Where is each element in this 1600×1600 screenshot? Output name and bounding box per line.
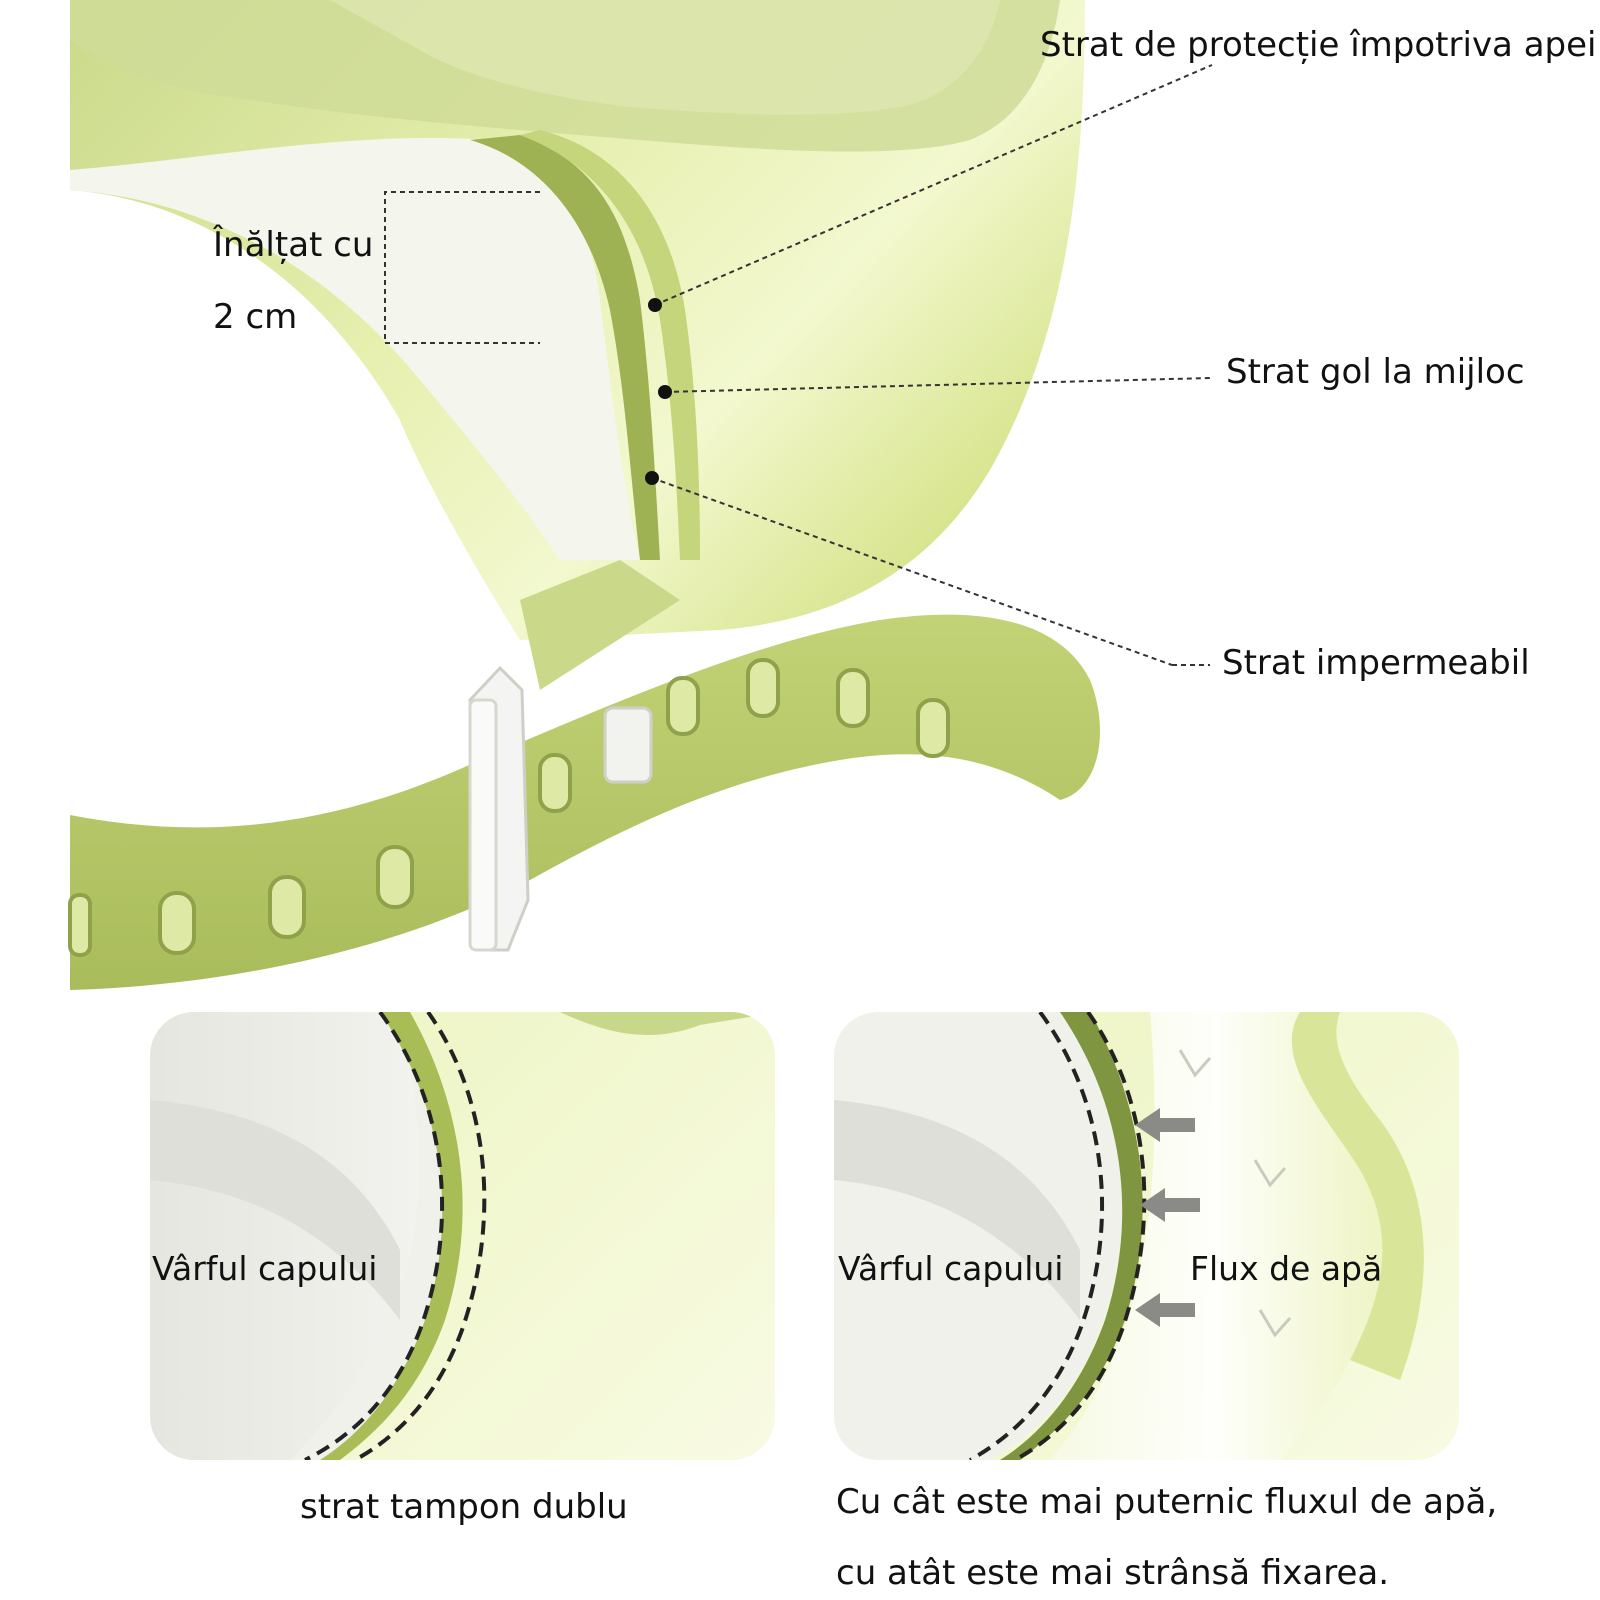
callout-lines <box>384 64 1213 666</box>
callout-dots <box>645 298 672 485</box>
callout-hollow-middle: Strat gol la mijloc <box>1226 352 1525 392</box>
panel-right-flow-label: Flux de apă <box>1190 1249 1383 1288</box>
pressure-arrows <box>1135 1108 1200 1327</box>
callout-waterproof: Strat impermeabil <box>1222 643 1530 683</box>
callout-raised-line1: Înălțat cu <box>213 225 374 265</box>
callout-raised-line2: 2 cm <box>213 297 298 337</box>
caption-water-flow-line2: cu atât este mai strânsă fixarea. <box>836 1553 1390 1593</box>
panel-water-flow <box>834 1012 1459 1460</box>
caption-double-buffer: strat tampon dublu <box>300 1487 628 1527</box>
visor-ring <box>70 0 1085 640</box>
caption-water-flow-line1: Cu cât este mai puternic fluxul de apă, <box>836 1482 1498 1522</box>
panel-right-head-label: Vârful capului <box>838 1249 1064 1288</box>
callout-waterproof-protection: Strat de protecție împotriva apei <box>1040 25 1597 65</box>
buckle <box>468 665 653 952</box>
panel-double-buffer <box>150 1012 775 1460</box>
adjustable-strap <box>68 560 1100 990</box>
panel-left-head-label: Vârful capului <box>152 1249 378 1288</box>
